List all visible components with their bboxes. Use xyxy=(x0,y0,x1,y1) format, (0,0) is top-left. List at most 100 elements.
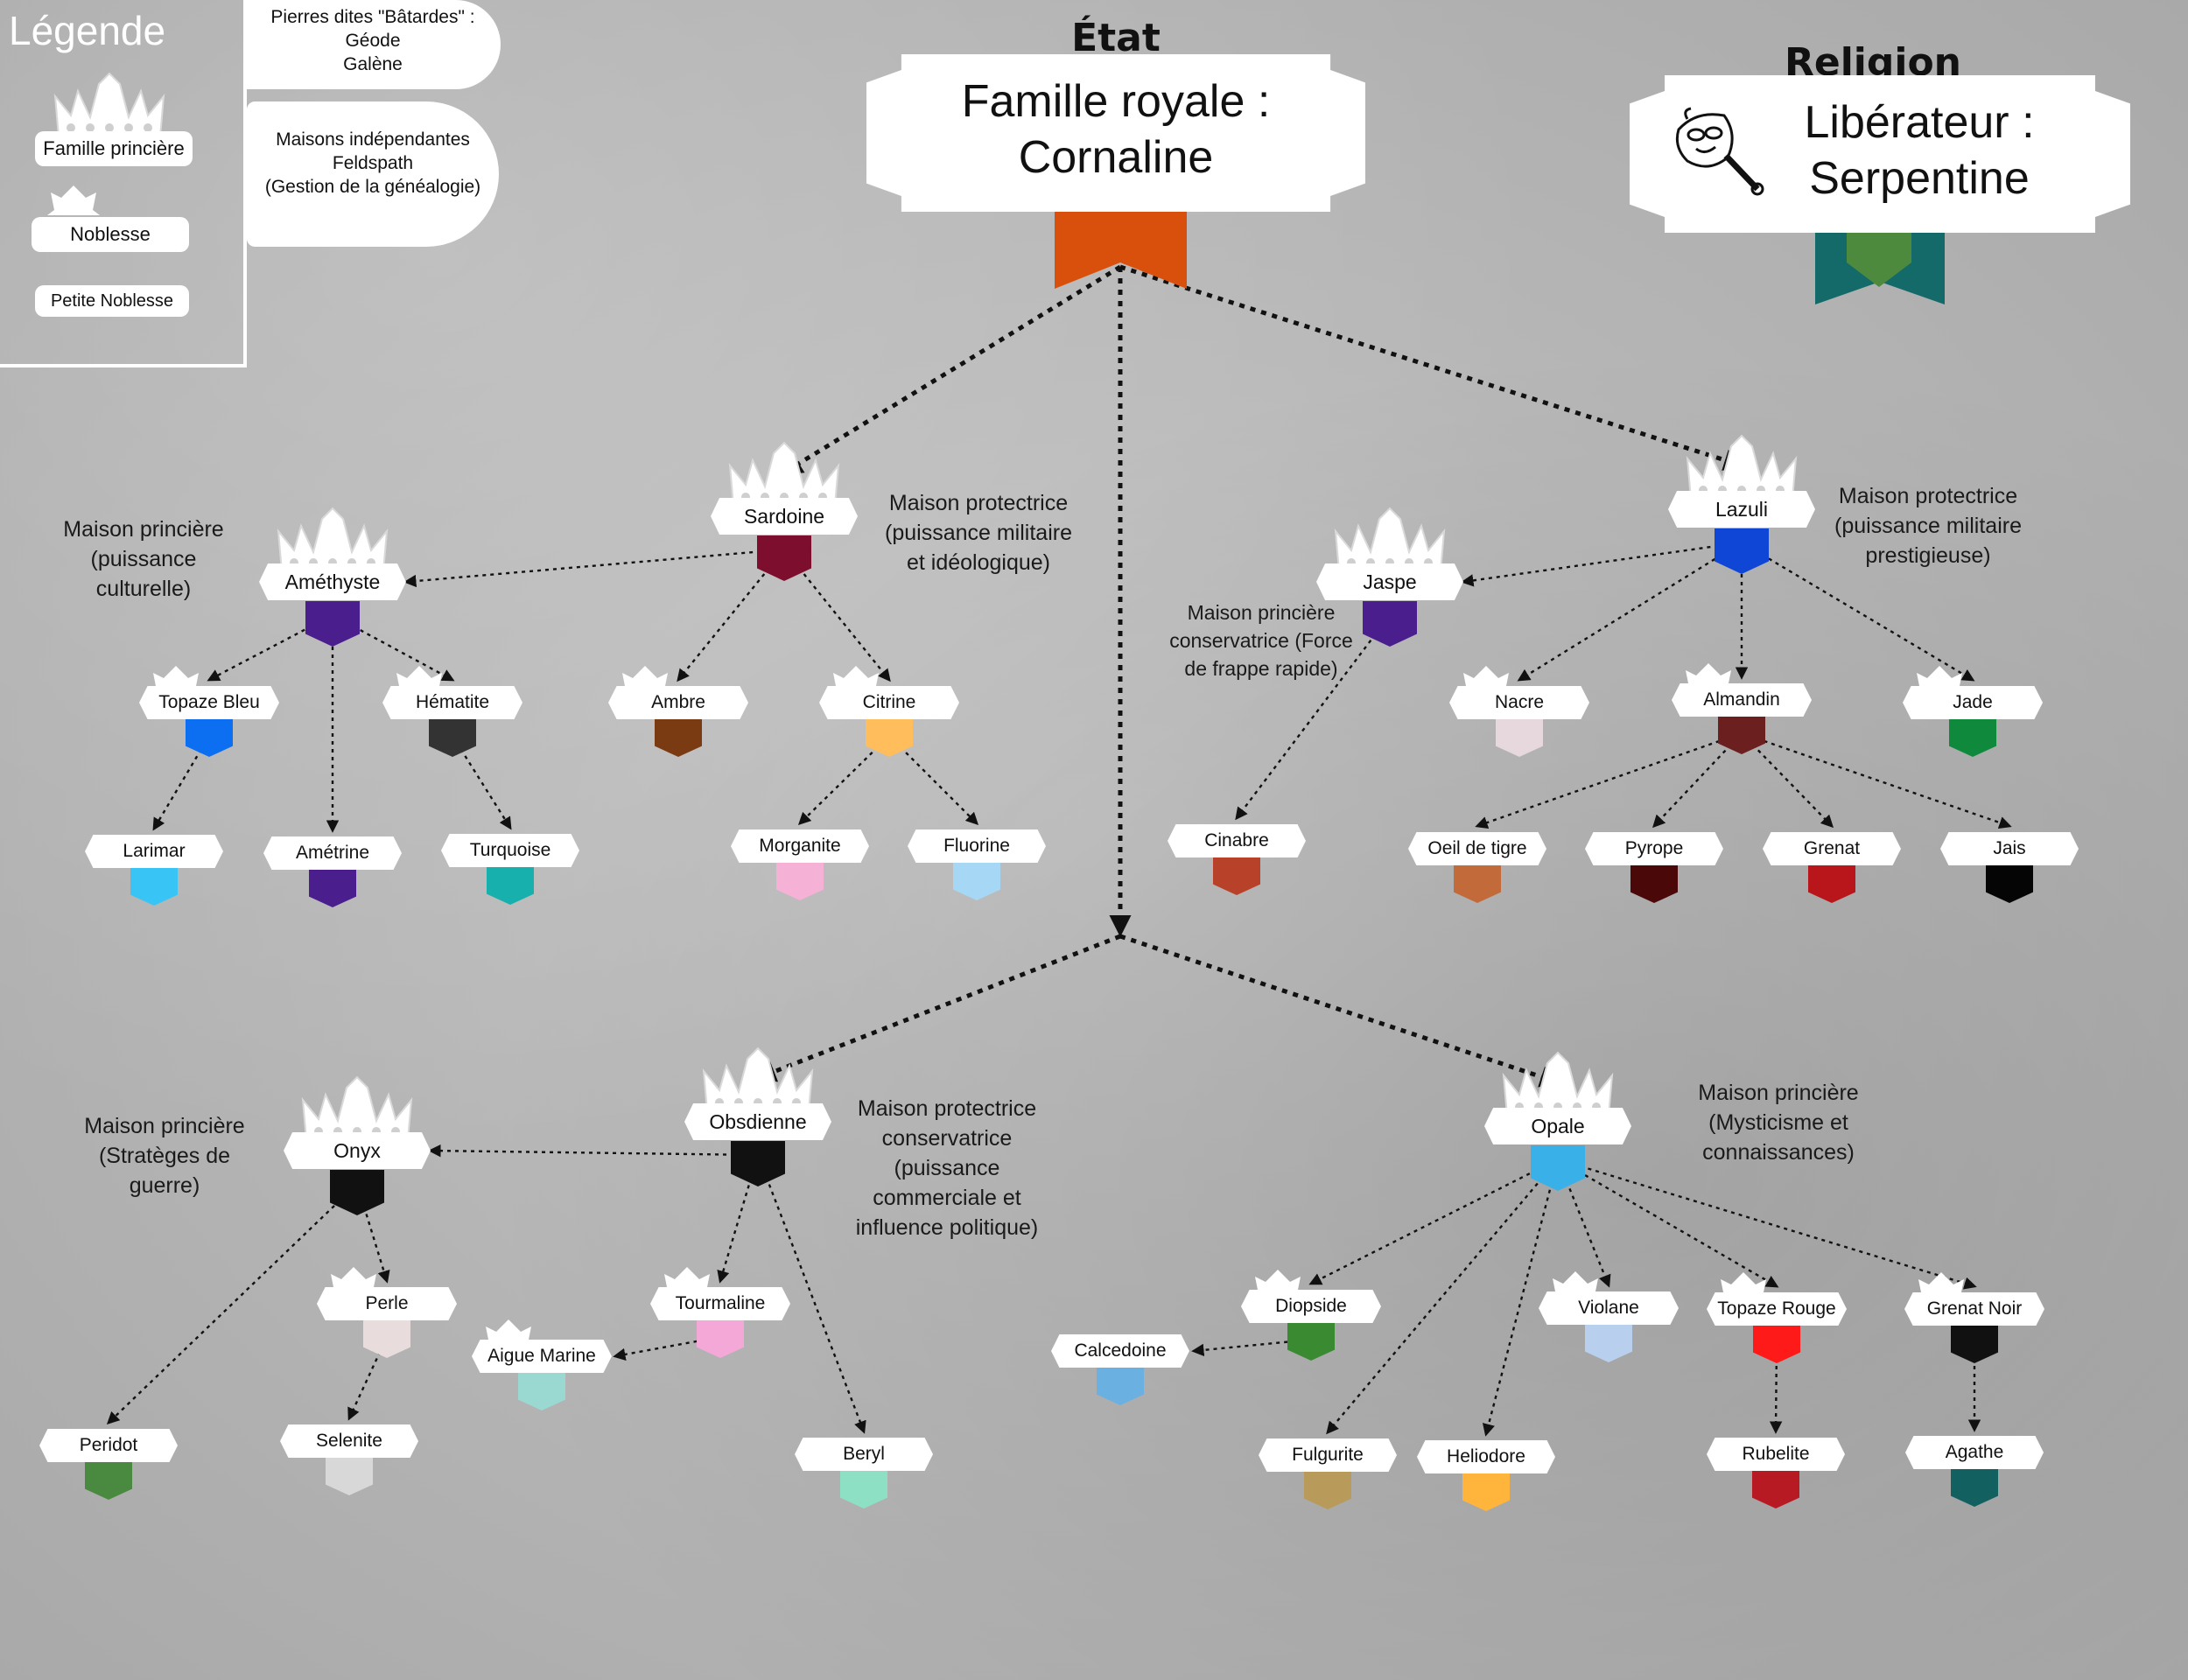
shield-agathe xyxy=(1951,1468,1998,1507)
shield-grenat xyxy=(1808,864,1855,903)
house-label-cinabre: Cinabre xyxy=(1168,824,1306,858)
shield-selenite xyxy=(326,1457,373,1495)
house-label-rubelite: Rubelite xyxy=(1707,1438,1845,1471)
house-label-amethyste: Améthyste xyxy=(259,564,406,600)
link-onyx-to-peridot xyxy=(106,1183,358,1424)
link-obsdienne-to-beryl xyxy=(756,1154,866,1434)
house-label-ambre: Ambre xyxy=(608,686,748,719)
shield-larimar xyxy=(130,867,178,906)
link-mid-to-obsdienne xyxy=(754,934,1121,1082)
shield-jade xyxy=(1949,718,1996,757)
desc-sardoine: Maison protectrice (puissance militaire … xyxy=(885,491,1072,575)
legend-independent-houses: Maisons indépendantes Feldspath (Gestion… xyxy=(247,102,499,247)
shield-peridot xyxy=(85,1461,132,1500)
house-label-fluorine: Fluorine xyxy=(908,830,1046,863)
link-opale-to-grenat_noir xyxy=(1557,1158,1977,1290)
house-label-pyrope: Pyrope xyxy=(1585,832,1723,865)
desc-lazuli: Maison protectrice (puissance militaire … xyxy=(1834,484,2022,568)
house-label-sardoine: Sardoine xyxy=(711,498,858,535)
house-label-morganite: Morganite xyxy=(731,830,869,863)
shield-oeil_de_tigre xyxy=(1454,864,1501,903)
house-label-ametrine: Amétrine xyxy=(263,836,402,870)
house-label-diopside: Diopside xyxy=(1241,1290,1381,1323)
link-opale-to-diopside xyxy=(1308,1158,1559,1285)
shield-opale xyxy=(1531,1145,1585,1191)
house-label-fulgurite: Fulgurite xyxy=(1259,1438,1397,1472)
house-label-nacre: Nacre xyxy=(1449,686,1589,719)
shield-aigue_marine xyxy=(518,1372,565,1410)
crown-icon-amethyste xyxy=(277,507,389,572)
legend-leaf-icon xyxy=(47,186,100,215)
shield-amethyste xyxy=(305,601,360,647)
link-mid-to-opale xyxy=(1119,934,1562,1088)
link-citrine-to-fluorine xyxy=(888,735,979,826)
link-amethyste-to-hematite xyxy=(332,613,455,682)
house-label-agathe: Agathe xyxy=(1905,1436,2044,1469)
religion-banner-line2: Serpentine xyxy=(1809,153,2030,204)
house-label-grenat: Grenat xyxy=(1763,832,1901,865)
house-label-selenite: Selenite xyxy=(280,1424,418,1458)
shield-perle xyxy=(363,1320,410,1358)
link-obsdienne-to-tourmaline xyxy=(717,1154,760,1284)
shield-diopside xyxy=(1287,1322,1335,1361)
shield-obsdienne xyxy=(731,1141,785,1186)
house-label-jade: Jade xyxy=(1903,686,2043,719)
shield-turquoise xyxy=(487,866,534,905)
house-label-opale: Opale xyxy=(1484,1108,1631,1144)
link-jaspe-to-cinabre xyxy=(1235,614,1391,821)
desc-obsdienne: Maison protectrice conservatrice (puissa… xyxy=(855,1096,1039,1240)
house-label-heliodore: Heliodore xyxy=(1417,1440,1555,1474)
religion-banner-line1: Libérateur : xyxy=(1804,97,2035,148)
shield-sardoine xyxy=(757,536,811,581)
house-label-violane: Violane xyxy=(1539,1292,1679,1325)
house-label-almandin: Almandin xyxy=(1672,683,1812,717)
house-label-calcedoine: Calcedoine xyxy=(1051,1334,1189,1368)
shield-lazuli xyxy=(1715,528,1769,574)
shield-onyx xyxy=(330,1170,384,1215)
house-label-topaze_rouge: Topaze Rouge xyxy=(1707,1292,1847,1326)
religion-banner: Libérateur : Serpentine xyxy=(1630,75,2130,233)
house-label-onyx: Onyx xyxy=(284,1132,431,1169)
shield-fulgurite xyxy=(1304,1471,1351,1509)
shield-topaze_rouge xyxy=(1753,1325,1800,1363)
house-label-aigue_marine: Aigue Marine xyxy=(472,1340,612,1373)
house-label-peridot: Peridot xyxy=(39,1429,178,1462)
shield-calcedoine xyxy=(1097,1367,1144,1405)
shield-beryl xyxy=(840,1470,887,1508)
crown-icon-opale xyxy=(1502,1051,1614,1116)
house-label-turquoise: Turquoise xyxy=(441,834,579,867)
house-label-topaze_bleu: Topaze Bleu xyxy=(139,686,279,719)
link-opale-to-heliodore xyxy=(1482,1158,1560,1437)
shield-hematite xyxy=(429,718,476,757)
house-label-citrine: Citrine xyxy=(819,686,959,719)
link-opale-to-violane xyxy=(1556,1158,1611,1288)
shield-tourmaline xyxy=(697,1320,744,1358)
link-lazuli-to-jade xyxy=(1741,541,1975,682)
shield-cinabre xyxy=(1213,857,1260,895)
legend-bastard-stones: Pierres dites "Bâtardes" : Géode Galène xyxy=(245,0,501,89)
shield-nacre xyxy=(1496,718,1543,757)
legend-prince-label: Famille princière xyxy=(35,131,193,166)
mask-icon xyxy=(1675,107,1764,196)
shield-rubelite xyxy=(1752,1470,1799,1508)
house-label-larimar: Larimar xyxy=(85,835,223,868)
house-label-grenat_noir: Grenat Noir xyxy=(1904,1292,2044,1326)
shield-pyrope xyxy=(1630,864,1678,903)
link-cornaline-to-sardoine xyxy=(780,264,1122,475)
shield-violane xyxy=(1585,1324,1632,1362)
crown-icon-sardoine xyxy=(728,441,840,507)
shield-morganite xyxy=(776,862,824,900)
house-label-obsdienne: Obsdienne xyxy=(684,1103,831,1140)
shield-ametrine xyxy=(309,869,356,907)
state-title: État xyxy=(1071,16,1161,60)
house-label-hematite: Hématite xyxy=(382,686,522,719)
house-label-beryl: Beryl xyxy=(795,1438,933,1471)
crown-icon-obsdienne xyxy=(702,1046,814,1112)
crown-icon-lazuli xyxy=(1686,434,1798,500)
house-label-lazuli: Lazuli xyxy=(1668,491,1815,528)
house-label-jaspe: Jaspe xyxy=(1316,564,1463,600)
desc-opale: Maison princière (Mysticisme et connaiss… xyxy=(1698,1081,1859,1165)
